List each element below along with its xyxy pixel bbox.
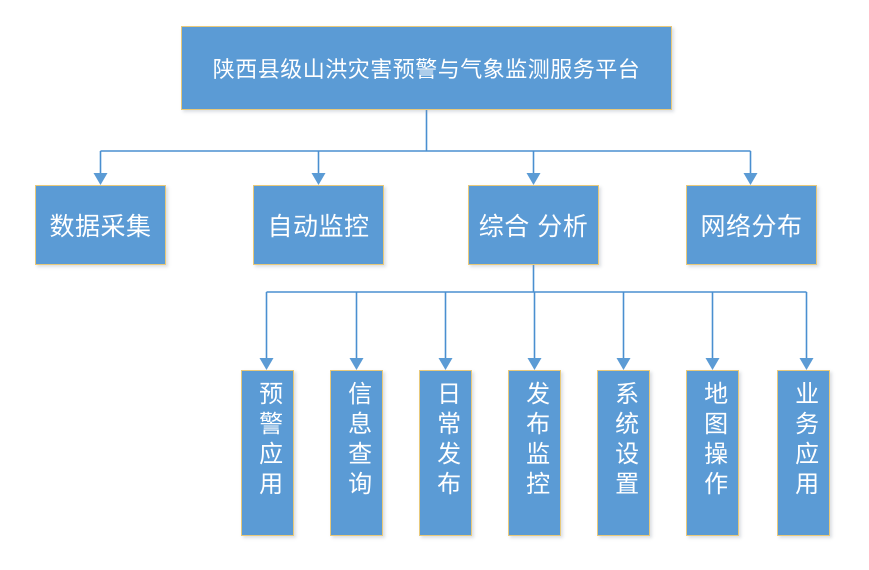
level3-node-label: 系统设置 — [610, 381, 638, 501]
level3-node-label: 发布监控 — [521, 381, 549, 501]
arrowhead-level3-1 — [349, 358, 364, 370]
level2-node-label: 数据采集 — [49, 213, 152, 241]
level3-node-label: 业务应用 — [790, 381, 818, 501]
arrowhead-level3-4 — [616, 358, 631, 370]
level3-node-label: 日常发布 — [432, 381, 460, 501]
arrowhead-level3-6 — [799, 358, 814, 370]
arrowhead-level3-0 — [259, 358, 274, 370]
root-node-platform[interactable]: 陕西县级山洪灾害预警与气象监测服务平台 — [181, 26, 672, 110]
level2-node-data-collection[interactable]: 数据采集 — [35, 185, 166, 265]
level2-node-comprehensive-analysis[interactable]: 综合 分析 — [468, 185, 599, 265]
level3-node-business-application[interactable]: 业务应用 — [777, 370, 830, 536]
root-node-label: 陕西县级山洪灾害预警与气象监测服务平台 — [212, 57, 641, 82]
level3-node-release-monitoring[interactable]: 发布监控 — [508, 370, 561, 536]
arrowhead-level2-2 — [526, 173, 541, 185]
level3-node-system-settings[interactable]: 系统设置 — [597, 370, 650, 536]
level3-node-information-query[interactable]: 信息查询 — [330, 370, 383, 536]
level2-node-label: 综合 分析 — [478, 213, 589, 241]
level3-node-label: 预警应用 — [254, 381, 282, 501]
level3-node-label: 地图操作 — [699, 381, 727, 501]
arrowhead-level3-3 — [527, 358, 542, 370]
level2-node-label: 自动监控 — [267, 213, 370, 241]
level3-node-label: 信息查询 — [343, 381, 371, 501]
level3-node-warning-application[interactable]: 预警应用 — [241, 370, 294, 536]
level2-node-auto-monitoring[interactable]: 自动监控 — [253, 185, 384, 265]
arrowhead-level2-3 — [743, 173, 758, 185]
arrowhead-level3-2 — [438, 358, 453, 370]
level3-node-map-operation[interactable]: 地图操作 — [686, 370, 739, 536]
level2-node-label: 网络分布 — [700, 213, 803, 241]
arrowhead-level3-5 — [705, 358, 720, 370]
arrowhead-level2-0 — [93, 173, 108, 185]
level3-node-daily-release[interactable]: 日常发布 — [419, 370, 472, 536]
arrowhead-level2-1 — [311, 173, 326, 185]
level2-node-network-distribution[interactable]: 网络分布 — [686, 185, 817, 265]
